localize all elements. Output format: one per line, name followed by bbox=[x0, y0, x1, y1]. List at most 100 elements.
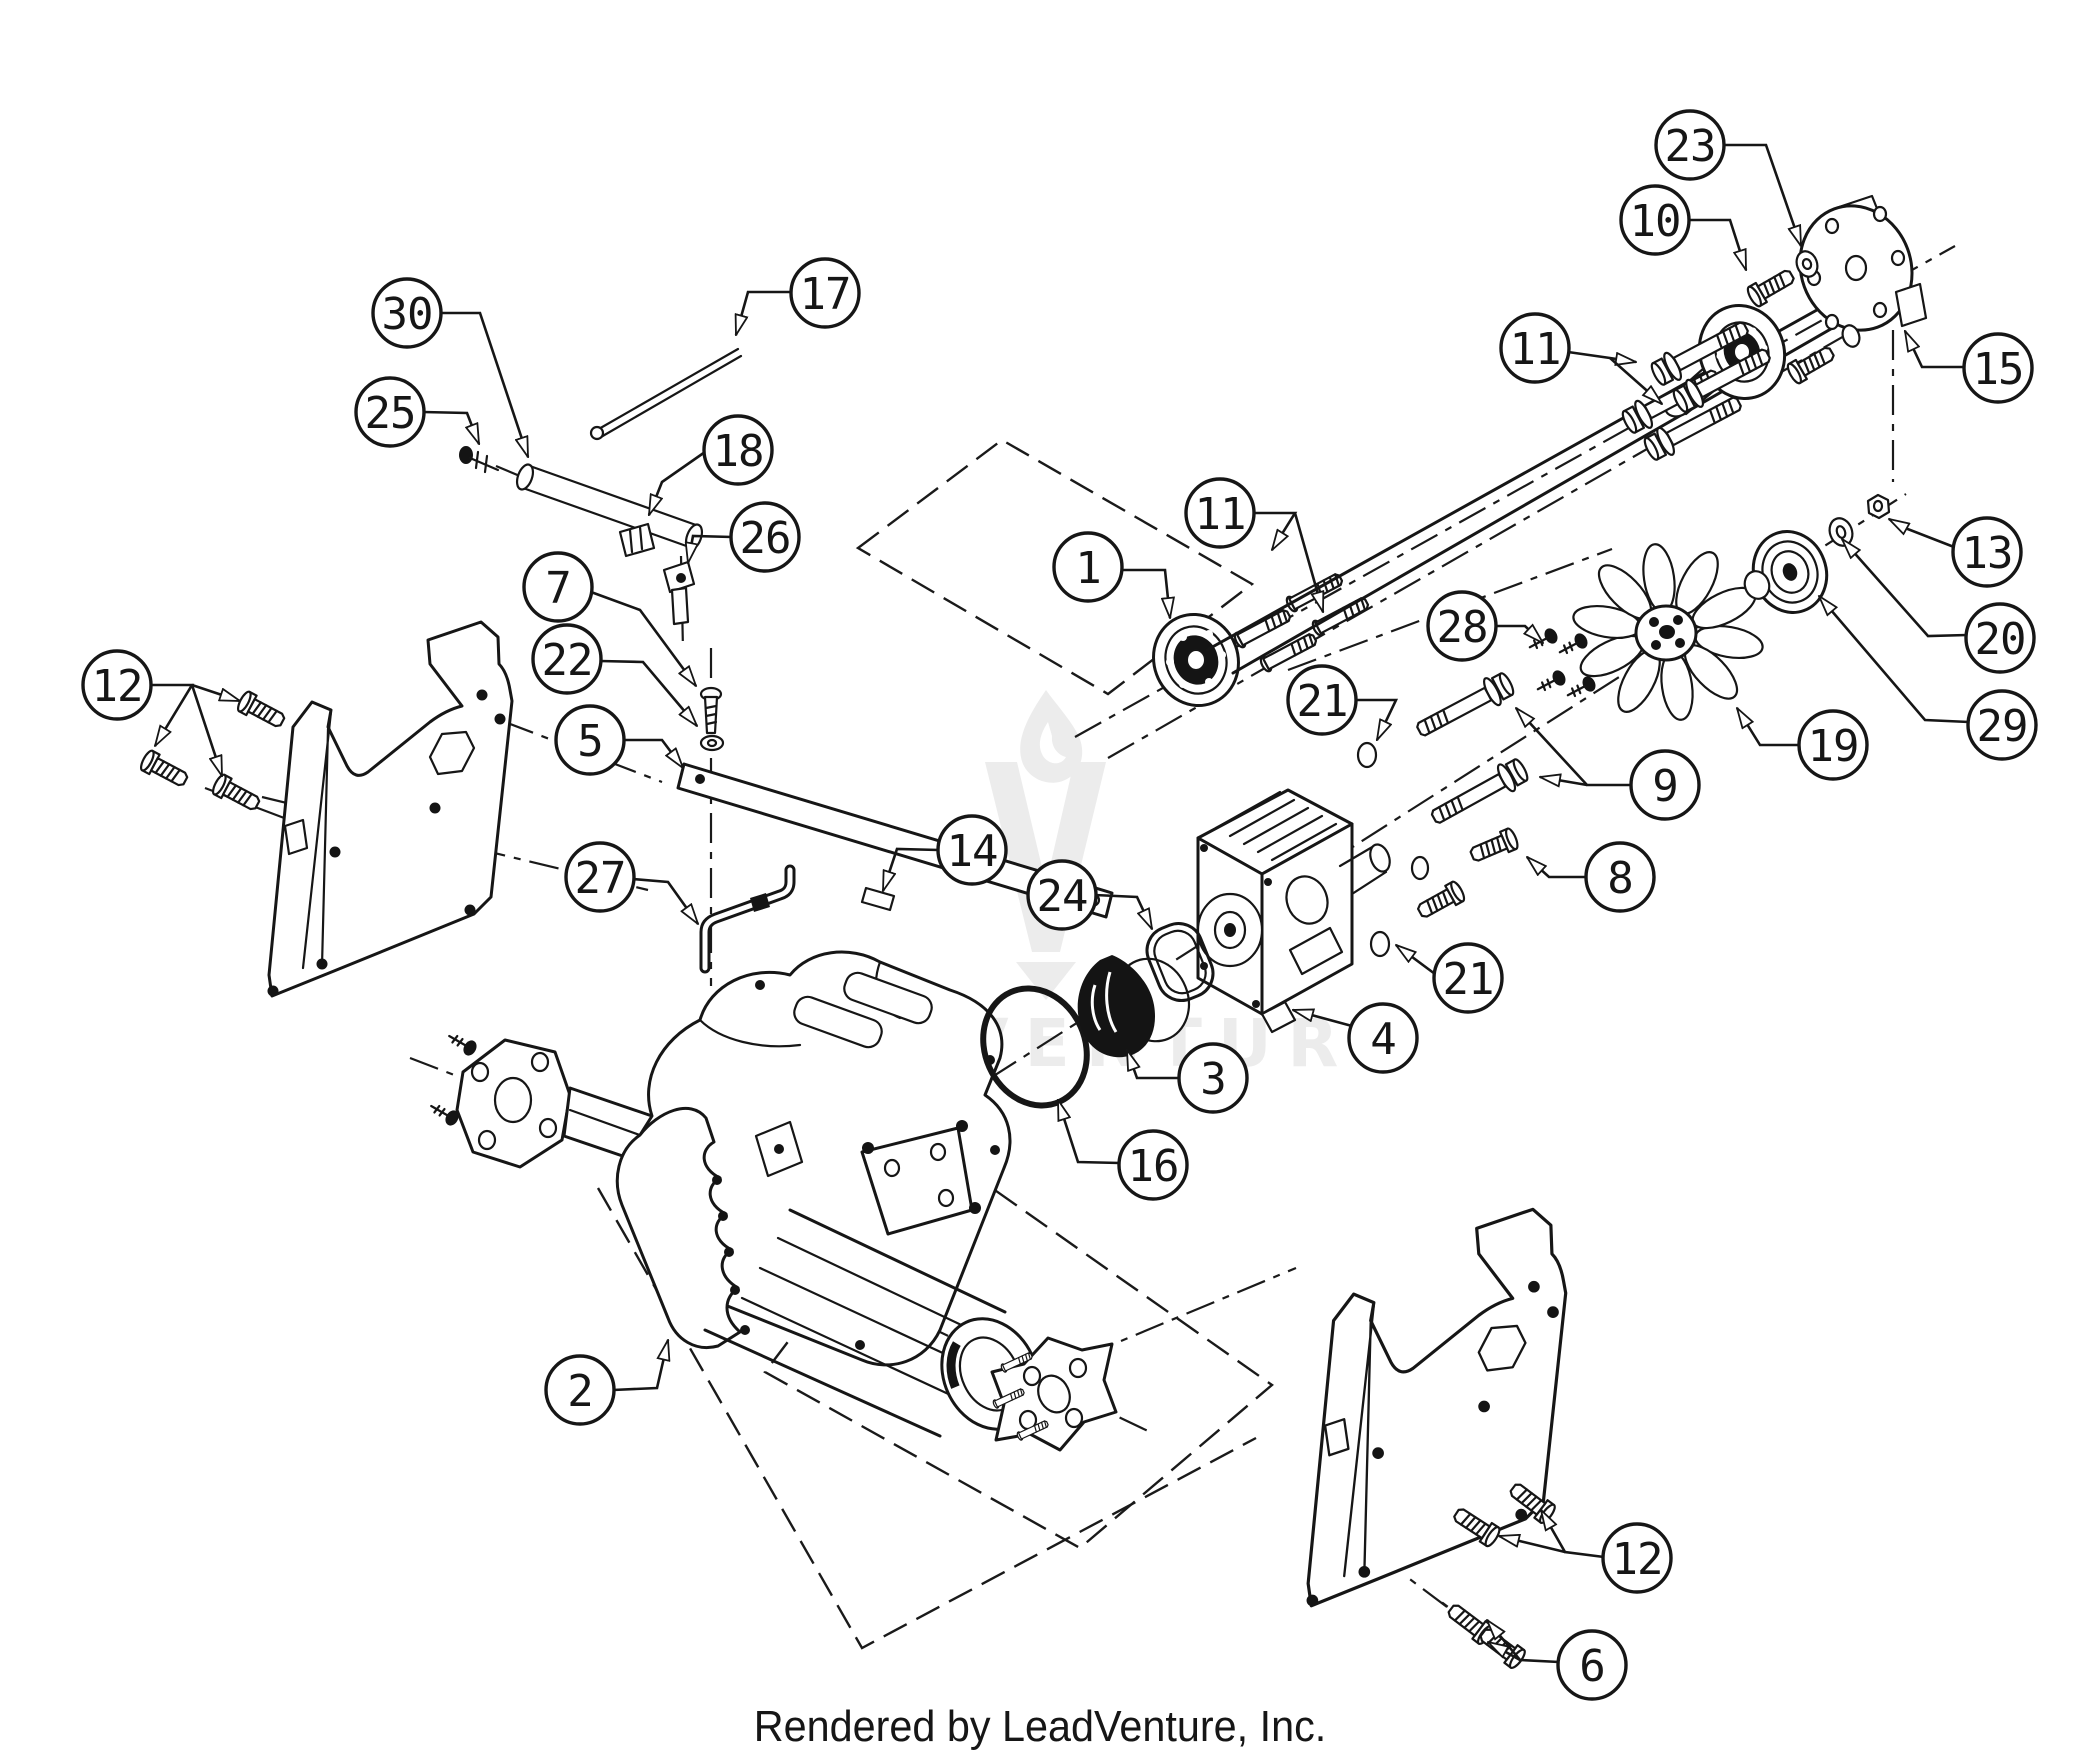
balloon-number: 7 bbox=[545, 563, 571, 614]
balloon-circle bbox=[1026, 859, 1098, 931]
callout-12: 12 bbox=[81, 649, 240, 776]
callout-27: 27 bbox=[564, 841, 698, 924]
ferrule-tube bbox=[515, 463, 704, 551]
balloon-circle bbox=[354, 376, 426, 448]
balloon-circle bbox=[564, 841, 636, 913]
bent-rod bbox=[699, 864, 796, 974]
balloon-number: 21 bbox=[1443, 954, 1494, 1005]
balloon-number: 29 bbox=[1977, 701, 2028, 752]
footer-credit: Rendered by LeadVenture, Inc. bbox=[753, 1702, 1327, 1751]
balloon-circle bbox=[936, 814, 1008, 886]
callout-15: 15 bbox=[1905, 331, 2034, 404]
hose-fitting bbox=[618, 522, 656, 558]
coupling-flange bbox=[1798, 194, 1928, 332]
upper-manifold bbox=[754, 971, 933, 1178]
balloon-number: 15 bbox=[1973, 344, 2024, 395]
balloon-circle bbox=[1556, 1629, 1628, 1701]
left-mounting-plate bbox=[137, 620, 514, 998]
callout-21: 21 bbox=[1396, 942, 1504, 1014]
balloon-number: 3 bbox=[1200, 1054, 1226, 1105]
callout-14: 14 bbox=[881, 814, 1008, 891]
callout-26: 26 bbox=[688, 501, 801, 573]
balloon-number: 18 bbox=[713, 426, 764, 477]
balloon-circle bbox=[1432, 942, 1504, 1014]
balloon-number: 19 bbox=[1808, 721, 1859, 772]
balloon-circle bbox=[1629, 749, 1701, 821]
right-mounting-plate bbox=[1304, 1207, 1568, 1672]
balloon-number: 24 bbox=[1037, 871, 1088, 922]
leader-line bbox=[736, 290, 792, 335]
balloon-circle bbox=[1184, 477, 1256, 549]
balloon-circle bbox=[522, 551, 594, 623]
leader-line bbox=[1487, 1620, 1522, 1661]
balloon-number: 1 bbox=[1075, 543, 1101, 594]
leader-line bbox=[1842, 539, 1968, 638]
callout-2: 2 bbox=[544, 1340, 668, 1426]
callout-28: 28 bbox=[1426, 590, 1543, 662]
leader-line bbox=[422, 410, 481, 444]
balloon-circle bbox=[81, 649, 153, 721]
callout-1: 1 bbox=[1052, 531, 1170, 618]
leader-line bbox=[612, 1340, 668, 1392]
callout-8: 8 bbox=[1527, 841, 1656, 913]
callout-22: 22 bbox=[531, 623, 697, 726]
leader-line bbox=[1056, 1100, 1121, 1165]
balloon-circle bbox=[729, 501, 801, 573]
callout-12: 12 bbox=[1499, 1510, 1673, 1594]
plate-screw bbox=[209, 771, 264, 816]
callout-17: 17 bbox=[736, 257, 861, 335]
callout-29: 29 bbox=[1819, 596, 2038, 761]
balloon-number: 17 bbox=[800, 269, 851, 320]
leader-line bbox=[1688, 218, 1748, 270]
leader-line bbox=[632, 877, 698, 924]
balloon-circle bbox=[1601, 1522, 1673, 1594]
leader-line bbox=[190, 684, 224, 776]
callout-16: 16 bbox=[1056, 1100, 1189, 1201]
callout-13: 13 bbox=[1889, 516, 2023, 588]
cooling-fan bbox=[1572, 543, 1764, 721]
hydraulic-pump bbox=[1196, 788, 1391, 1034]
transaxle-assembly bbox=[426, 950, 1118, 1452]
leader-line bbox=[1905, 331, 1966, 369]
balloon-circle bbox=[1426, 590, 1498, 662]
callout-19: 19 bbox=[1737, 708, 1869, 781]
leader-line bbox=[1355, 698, 1399, 740]
leader-line bbox=[623, 738, 683, 768]
balloon-number: 5 bbox=[577, 716, 603, 767]
callout-23: 23 bbox=[1654, 109, 1803, 246]
balloon-number: 25 bbox=[365, 388, 416, 439]
seal-cone bbox=[1077, 955, 1191, 1058]
shaft-bearing bbox=[1152, 612, 1240, 708]
balloon-number: 21 bbox=[1297, 676, 1348, 727]
flame-v-icon bbox=[985, 690, 1106, 1000]
plate-screw bbox=[234, 688, 289, 733]
callout-5: 5 bbox=[554, 704, 683, 776]
balloon-circle bbox=[1177, 1042, 1249, 1114]
balloon-number: 20 bbox=[1975, 614, 2026, 665]
balloon-number: 23 bbox=[1665, 121, 1716, 172]
balloon-circle bbox=[1052, 531, 1124, 603]
callout-11: 11 bbox=[1184, 477, 1325, 612]
balloon-number: 27 bbox=[575, 853, 626, 904]
leader-line bbox=[1516, 708, 1632, 787]
callout-4: 4 bbox=[1293, 1002, 1419, 1074]
balloon-number: 13 bbox=[1962, 528, 2013, 579]
coupling-bolts bbox=[1617, 250, 1861, 466]
balloon-number: 10 bbox=[1630, 196, 1681, 247]
balloon-circle bbox=[1962, 332, 2034, 404]
rod-ferrule bbox=[860, 886, 896, 912]
callout-30: 30 bbox=[371, 277, 530, 457]
leader-line bbox=[191, 683, 240, 703]
self-tap-screw bbox=[1475, 1623, 1529, 1672]
callout-layer: 1234567891011111212131415161718192021212… bbox=[81, 109, 2038, 1701]
balloon-number: 4 bbox=[1370, 1014, 1396, 1065]
balloon-circle bbox=[789, 257, 861, 329]
leader-line bbox=[1495, 626, 1543, 643]
balloon-circle bbox=[1117, 1129, 1189, 1201]
balloon-number: 2 bbox=[567, 1366, 593, 1417]
plate-screw bbox=[137, 747, 192, 792]
leader-line bbox=[688, 534, 733, 563]
leader-line bbox=[1253, 511, 1298, 550]
